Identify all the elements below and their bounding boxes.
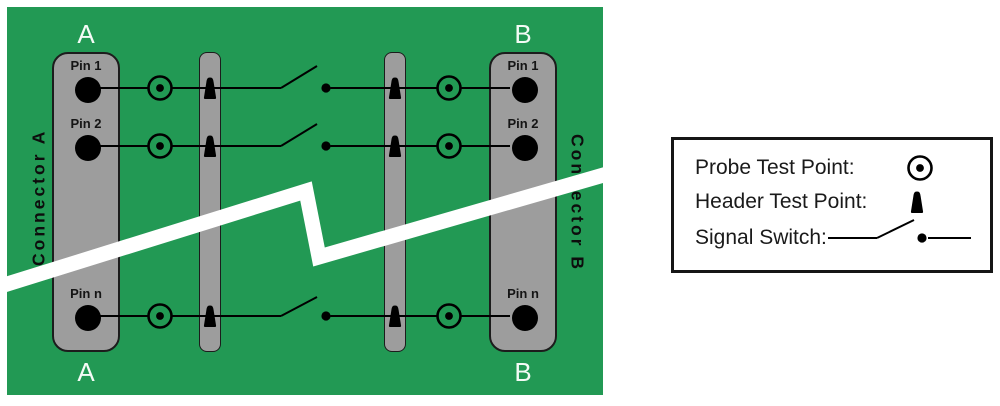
- connector-b-pin1-label: Pin 1: [507, 58, 539, 73]
- connector-b-block: Pin 1 Pin 2 Pin n: [489, 52, 557, 352]
- connector-b-pinn-label: Pin n: [507, 286, 539, 301]
- connector-b-bottom-label: B: [514, 357, 532, 387]
- legend-label-header-test-point: Header Test Point:: [695, 190, 868, 213]
- connector-a-pinn-hole: [75, 305, 101, 331]
- connector-b-side-label: Connector B: [567, 134, 588, 272]
- connector-a-pin2-label: Pin 2: [70, 116, 102, 131]
- connector-a-top-label: A: [77, 19, 95, 49]
- connector-b-pin2-hole: [512, 135, 538, 161]
- connector-a-pinn-label: Pin n: [70, 286, 102, 301]
- connector-a-pin1-label: Pin 1: [70, 58, 102, 73]
- pcb-board: A B A B Connector A Connector B Pin 1 Pi…: [7, 7, 603, 395]
- legend-box: Probe Test Point: Header Test Point: Sig…: [671, 137, 993, 273]
- connector-b-pinn-hole: [512, 305, 538, 331]
- connector-a-pin1-hole: [75, 77, 101, 103]
- legend-label-probe-test-point: Probe Test Point:: [695, 156, 855, 179]
- connector-a-block: Pin 1 Pin 2 Pin n: [52, 52, 120, 352]
- connector-b-top-label: B: [514, 19, 532, 49]
- connector-a-pin2-hole: [75, 135, 101, 161]
- test-header-strip-right: [384, 52, 406, 352]
- connector-b-pin1-hole: [512, 77, 538, 103]
- connector-a-bottom-label: A: [77, 357, 95, 387]
- test-header-strip-left: [199, 52, 221, 352]
- legend-label-signal-switch: Signal Switch:: [695, 226, 827, 249]
- connector-b-pin2-label: Pin 2: [507, 116, 539, 131]
